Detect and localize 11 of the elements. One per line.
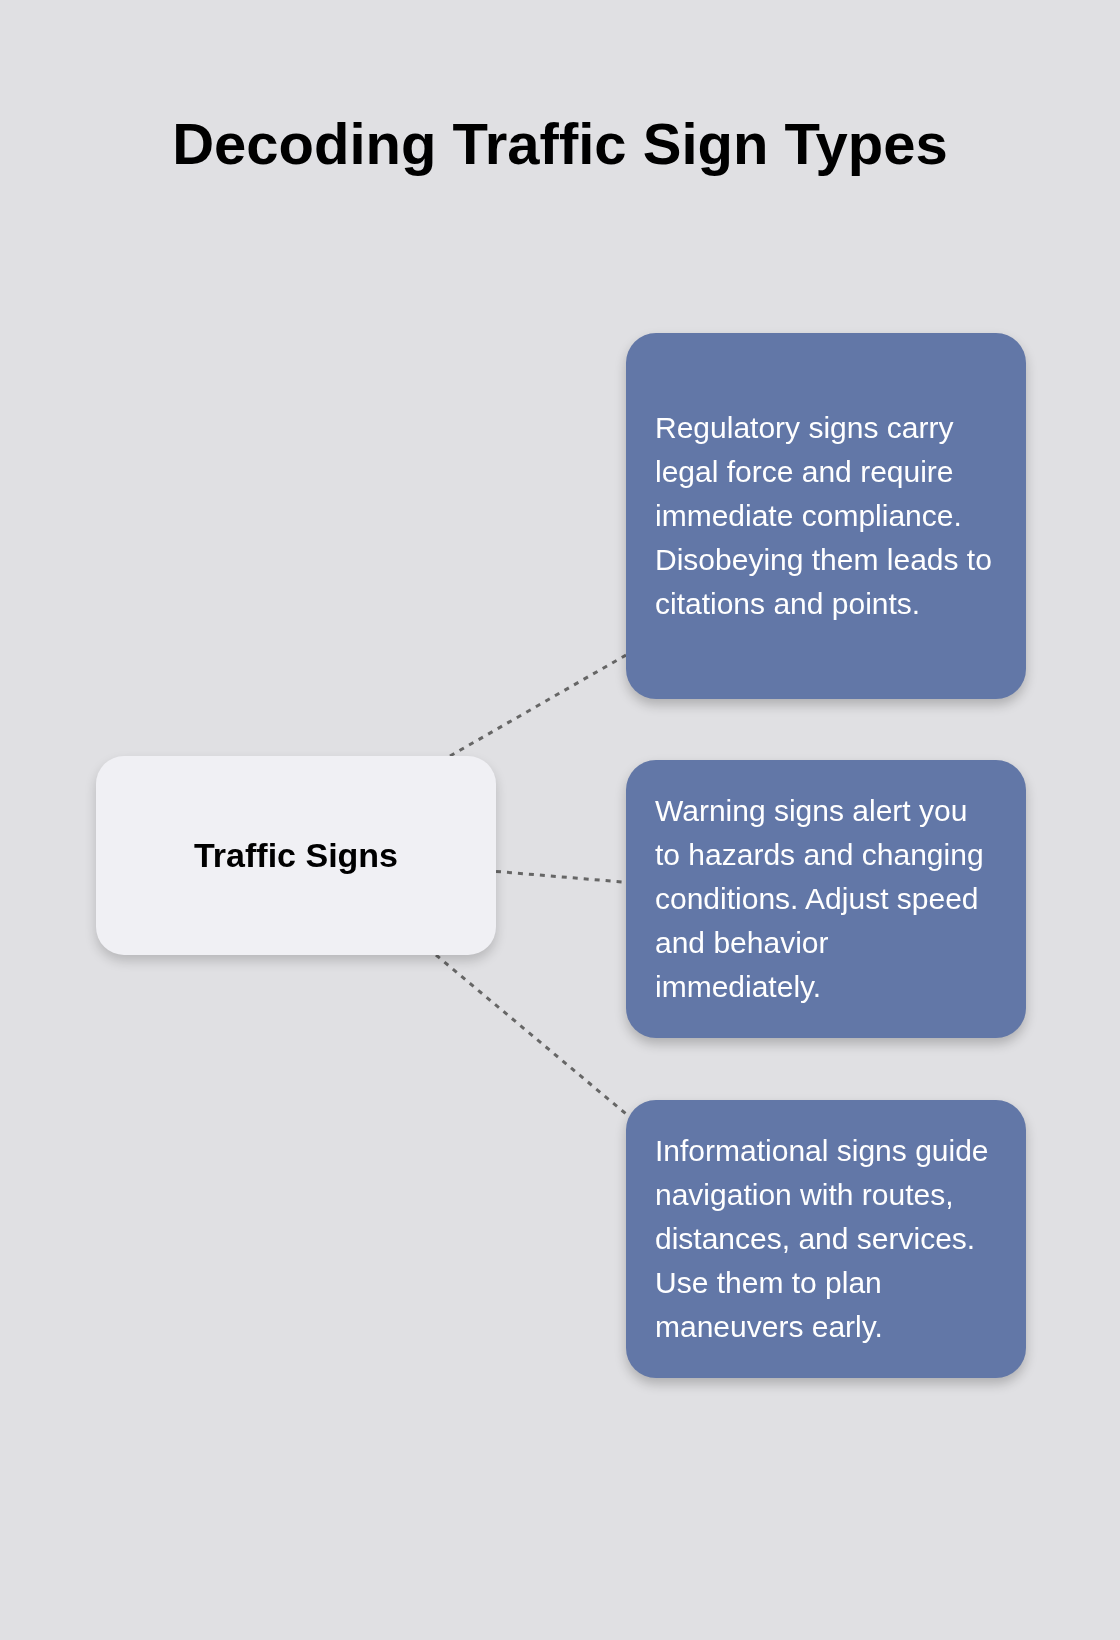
topic-box <box>96 756 496 955</box>
title: Decoding Traffic Sign Types <box>171 110 949 178</box>
description-text: Informational signs guide navigation with routes, distances, and services. Use them to plan maneuvers early. <box>655 1133 990 1345</box>
description-box <box>626 760 1026 1038</box>
topic-label: Traffic Signs <box>193 835 399 876</box>
description-box <box>626 1100 1026 1378</box>
description-box <box>626 333 1026 699</box>
dotted-connector <box>435 953 627 1116</box>
description-text: Regulatory signs carry legal force and require immediate compliance. Disobeying them leads to citations and points. <box>655 410 993 622</box>
dotted-connector <box>449 653 627 758</box>
description-text: Warning signs alert you to hazards and changing conditions. Adjust speed and behavior immediately. <box>655 793 985 1005</box>
